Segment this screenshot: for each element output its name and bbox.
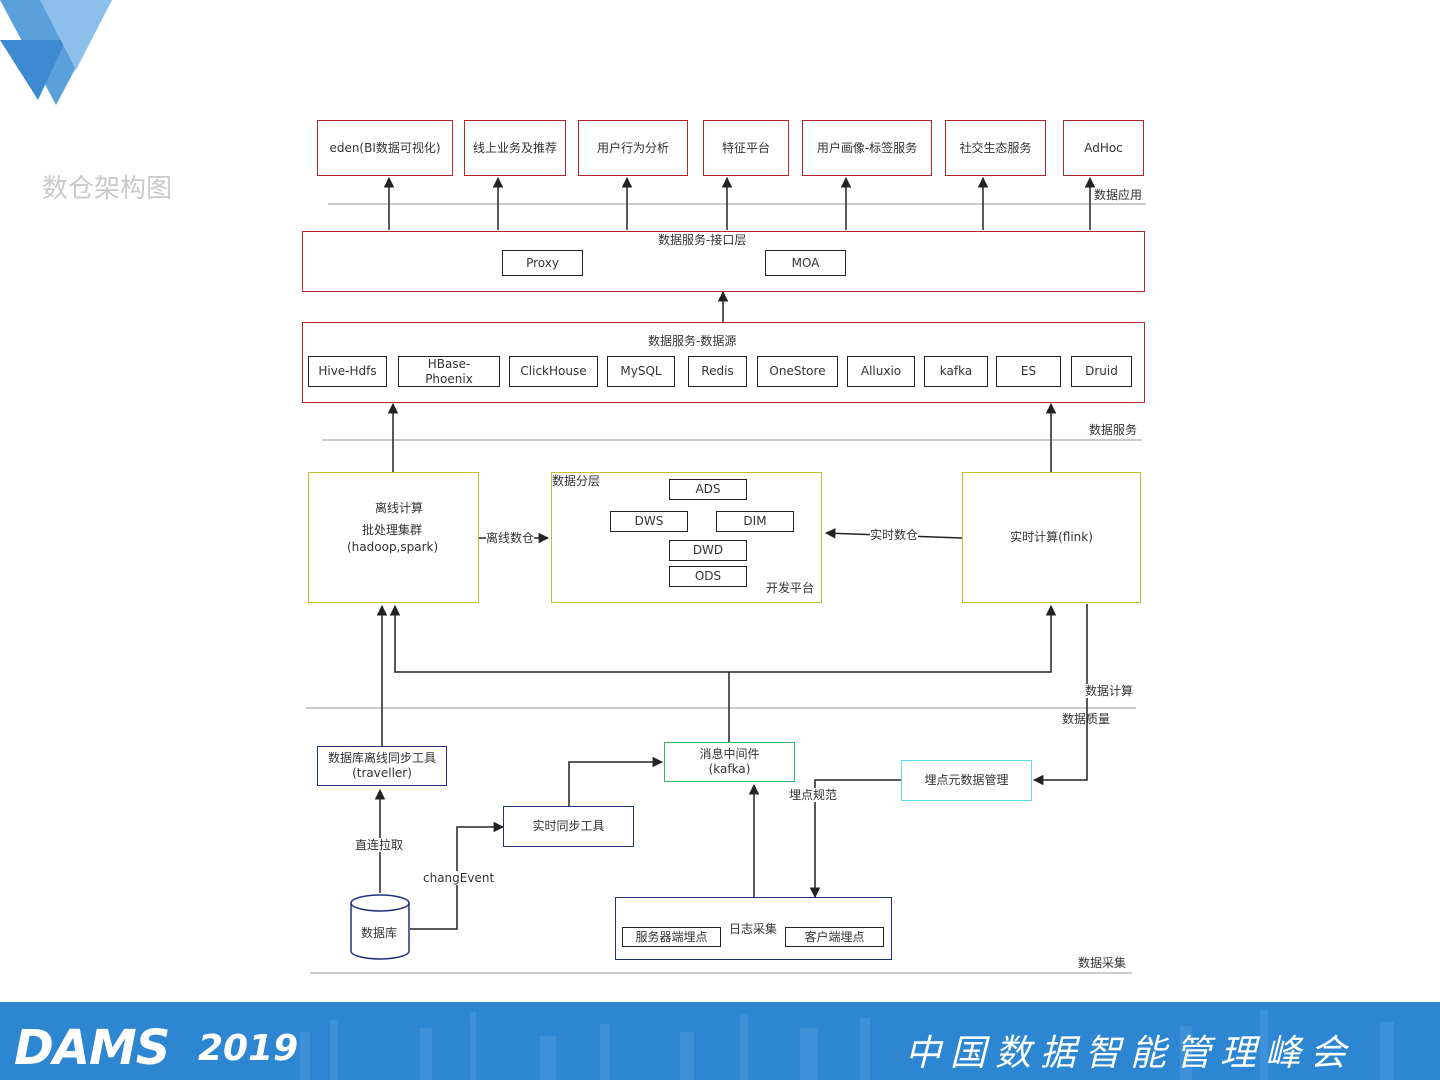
app-box-portrait: 用户画像-标签服务 [802, 120, 932, 176]
header-logo-icon [0, 0, 112, 105]
app-box-eden: eden(BI数据可视化) [317, 120, 453, 176]
source-kafka: kafka [924, 356, 988, 387]
app-label: 用户画像-标签服务 [816, 140, 918, 155]
app-label: 社交生态服务 [959, 140, 1032, 155]
source-item-label: Hive-Hdfs [318, 364, 377, 378]
app-label: 特征平台 [721, 140, 770, 155]
source-druid: Druid [1071, 356, 1132, 387]
layer-label-collect: 数据采集 [1078, 956, 1127, 970]
app-box-behavior: 用户行为分析 [578, 120, 688, 176]
mq-line2: (kafka) [708, 762, 751, 776]
arrow-rtsync-to-kafka [568, 756, 664, 806]
meta-mgmt-label: 埋点元数据管理 [924, 773, 1009, 787]
rt-sync-box: 实时同步工具 [503, 806, 634, 847]
source-onestore: OneStore [757, 356, 838, 387]
sync-tool-label: 数据库离线同步工具(traveller) [327, 751, 436, 780]
source-item-label: ClickHouse [520, 364, 587, 378]
offline-line2: 批处理集群 [362, 523, 423, 537]
layer-label: DIM [743, 514, 767, 528]
dev-platform-title: 数据分层 [552, 474, 601, 488]
server-tracking-box: 服务器端埋点 [622, 927, 721, 947]
api-item-label: MOA [791, 255, 820, 270]
api-proxy: Proxy [502, 250, 583, 276]
source-item-label: kafka [939, 364, 973, 378]
app-label: eden(BI数据可视化) [329, 140, 441, 155]
layer-label: DWS [634, 514, 664, 528]
footer-year: 2019 [198, 1028, 299, 1069]
source-item-label: Druid [1085, 364, 1118, 378]
meta-mgmt-box: 埋点元数据管理 [901, 760, 1032, 801]
edge-label-direct-pull: 直连拉取 [355, 838, 404, 852]
footer-logo: DAMS [14, 1020, 170, 1076]
api-item-label: Proxy [526, 255, 559, 270]
layer-label-service: 数据服务 [1089, 423, 1138, 437]
sync-tool-box: 数据库离线同步工具(traveller) [317, 746, 447, 786]
source-item-label: Alluxio [860, 364, 902, 378]
edge-label-tracking-spec: 埋点规范 [789, 788, 838, 802]
api-moa: MOA [765, 250, 846, 276]
skyline-icon [300, 1010, 1394, 1080]
arrow-kafka-to-realtime [729, 604, 1057, 673]
source-item-label: MySQL [620, 364, 662, 378]
realtime-compute-box: 实时计算(flink) [962, 472, 1141, 603]
source-clickhouse: ClickHouse [509, 356, 598, 387]
footer-bar [0, 1002, 1440, 1080]
edge-label-change-event: changEvent [423, 871, 495, 885]
source-alluxio: Alluxio [847, 356, 915, 387]
client-tracking-box: 客户端埋点 [785, 927, 884, 947]
log-collect-title: 日志采集 [729, 922, 778, 936]
app-box-feature: 特征平台 [703, 120, 789, 176]
source-layer-title: 数据服务-数据源 [648, 334, 737, 348]
app-box-online: 线上业务及推荐 [464, 120, 566, 176]
app-label: 线上业务及推荐 [473, 140, 558, 155]
page-title: 数仓架构图 [42, 174, 173, 204]
dev-platform-footer: 开发平台 [766, 581, 815, 595]
layer-label-quality: 数据质量 [1062, 712, 1111, 726]
layer-ads: ADS [669, 479, 747, 500]
source-item-label: OneStore [769, 364, 826, 378]
arrow-realtime-to-meta [1032, 604, 1088, 786]
offline-line1: 离线计算 [375, 501, 424, 515]
edge-label-offline-dw: 离线数仓 [486, 531, 535, 545]
source-redis: Redis [688, 356, 747, 387]
edge-label-realtime-dw: 实时数仓 [870, 528, 919, 542]
database-label: 数据库 [361, 926, 398, 940]
offline-line3: (hadoop,spark) [347, 540, 439, 554]
layer-dwd: DWD [669, 540, 747, 561]
source-item-label: Redis [701, 364, 734, 378]
api-layer-title: 数据服务-接口层 [658, 233, 747, 247]
source-item-label: ES [1020, 364, 1037, 378]
app-box-social: 社交生态服务 [945, 120, 1046, 176]
layer-label: DWD [692, 543, 724, 557]
source-item-label: HBase-Phoenix [425, 356, 473, 386]
offline-compute-box [308, 472, 479, 603]
source-es: ES [996, 356, 1061, 387]
layer-dim: DIM [716, 511, 794, 532]
arrow-meta-to-log [809, 779, 901, 899]
database-icon [350, 894, 410, 960]
layer-label-compute: 数据计算 [1085, 684, 1134, 698]
connector-lines [306, 176, 1146, 974]
app-label: 用户行为分析 [596, 140, 669, 155]
app-box-adhoc: AdHoc [1063, 120, 1144, 176]
mq-box: 消息中间件 (kafka) [664, 742, 795, 782]
rt-sync-label: 实时同步工具 [532, 819, 605, 833]
source-hbase: HBase-Phoenix [398, 356, 500, 387]
layer-ods: ODS [669, 566, 747, 587]
server-tracking-label: 服务器端埋点 [635, 929, 708, 944]
app-label: AdHoc [1084, 140, 1123, 155]
realtime-label: 实时计算(flink) [1010, 530, 1093, 544]
source-mysql: MySQL [607, 356, 675, 387]
client-tracking-label: 客户端埋点 [804, 929, 865, 944]
footer-event-title: 中国数据智能管理峰会 [905, 1033, 1356, 1074]
layer-label-app: 数据应用 [1094, 188, 1143, 202]
mq-line1: 消息中间件 [699, 747, 760, 761]
arrow-kafka-to-offline [389, 604, 729, 673]
source-hive: Hive-Hdfs [308, 356, 387, 387]
layer-dws: DWS [610, 511, 688, 532]
api-layer-box [302, 231, 1145, 292]
layer-label: ODS [694, 569, 722, 583]
layer-label: ADS [695, 482, 721, 496]
